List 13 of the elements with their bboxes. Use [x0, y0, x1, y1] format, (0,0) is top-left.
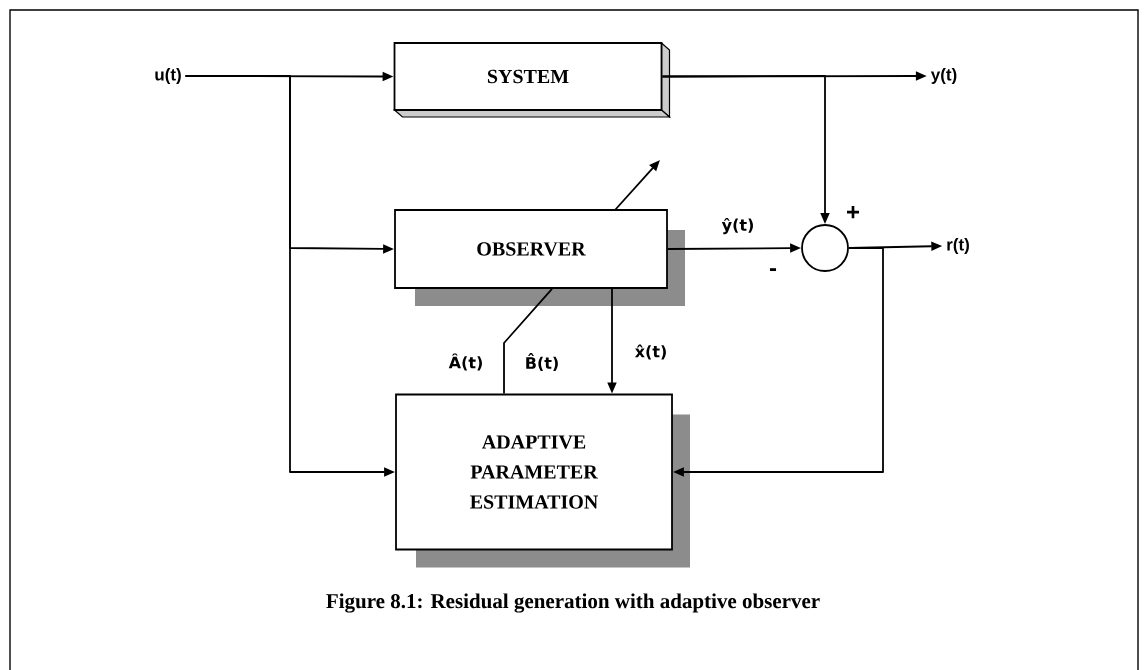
- edge-label: x̂(t): [633, 343, 669, 361]
- process-box: OBSERVER: [394, 209, 685, 306]
- signal-label: B̂(t): [526, 353, 558, 371]
- signal-label: u(t): [155, 68, 181, 84]
- signal-label: y(t): [930, 68, 957, 84]
- sign-label: +: [847, 205, 860, 219]
- summing-junction: [801, 224, 849, 272]
- sign-label: -: [769, 268, 777, 272]
- signal-label: r(t): [947, 238, 969, 254]
- edge-label: Â(t): [447, 352, 485, 372]
- caption: Figure 8.1: Residual generation with adaptive observer: [326, 593, 820, 613]
- edge-label: ŷ(t): [720, 216, 756, 236]
- process-box: ADAPTIVE PARAMETER ESTIMATION: [395, 393, 690, 568]
